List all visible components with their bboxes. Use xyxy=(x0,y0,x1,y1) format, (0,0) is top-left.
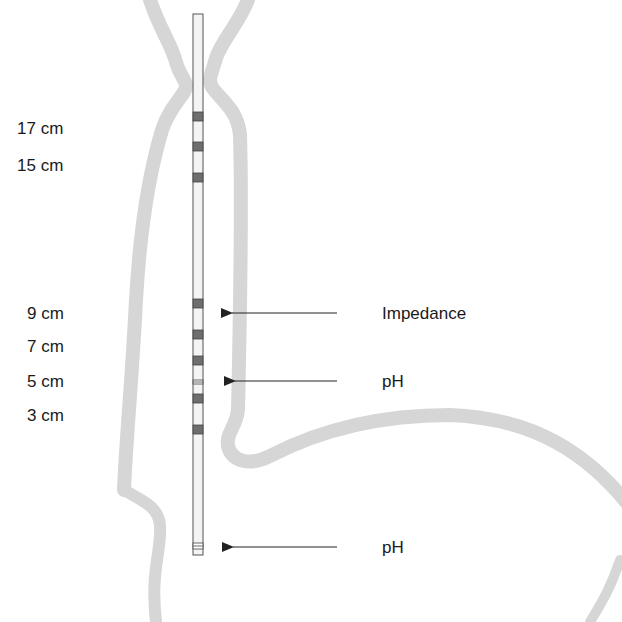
sensor-label: pH xyxy=(382,539,404,556)
leader-arrow xyxy=(232,313,337,547)
esophagus-wall xyxy=(124,0,622,622)
distance-label: 15 cm xyxy=(17,157,63,174)
sensor-label: Impedance xyxy=(382,305,466,322)
catheter-tube xyxy=(193,14,203,555)
ph-sensor xyxy=(193,380,203,549)
distance-label: 7 cm xyxy=(27,338,64,355)
sensor-label: pH xyxy=(382,373,404,390)
distance-label: 5 cm xyxy=(27,373,64,390)
distance-label: 17 cm xyxy=(17,120,63,137)
impedance-ring xyxy=(193,112,203,434)
distance-label: 3 cm xyxy=(27,407,64,424)
distance-label: 9 cm xyxy=(27,305,64,322)
